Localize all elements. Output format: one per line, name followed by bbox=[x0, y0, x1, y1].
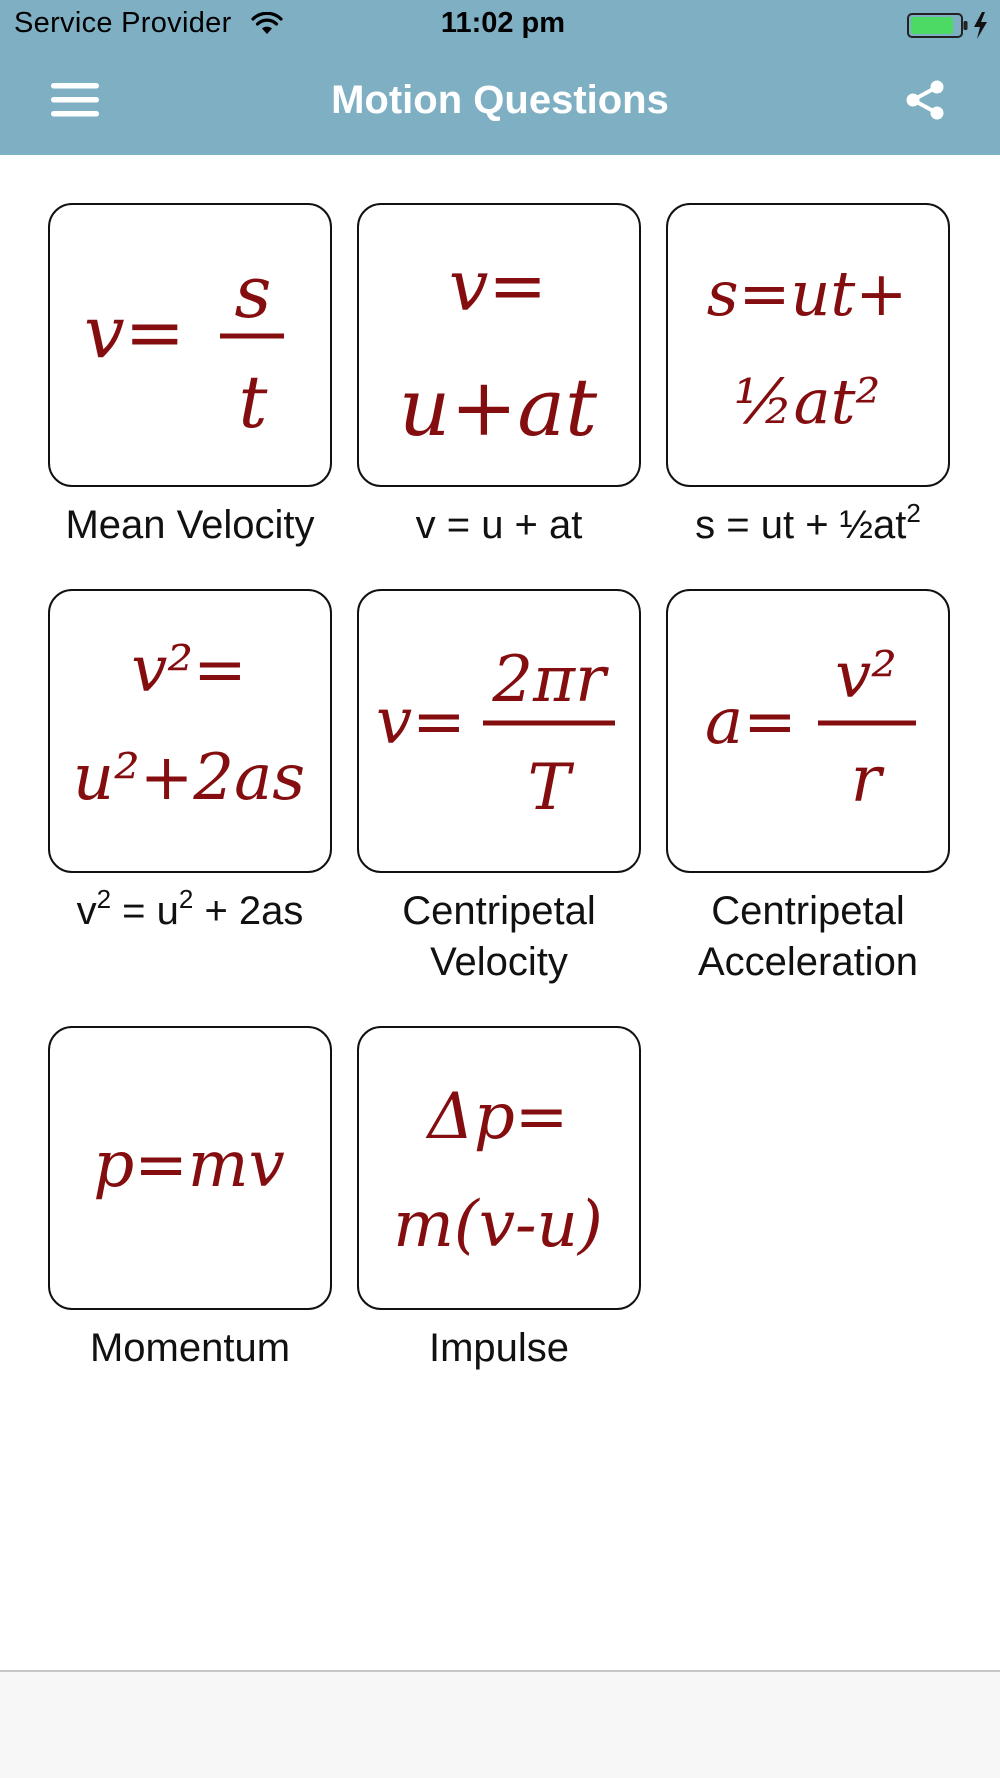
formula-lhs: a= bbox=[705, 685, 797, 759]
formula-lhs: v= bbox=[84, 290, 185, 374]
formula-image: Δp= m(v-u) bbox=[393, 1080, 603, 1262]
formula-label-mean-velocity[interactable]: Mean Velocity bbox=[65, 503, 315, 547]
label-line-1: Centripetal bbox=[711, 889, 905, 933]
formula-image: a= v² r bbox=[705, 639, 916, 817]
formula-numerator: v² bbox=[835, 639, 897, 713]
formula-lhs: v= bbox=[376, 685, 466, 759]
formula-tile-momentum[interactable]: p=mv bbox=[48, 1026, 332, 1310]
formula-label-impulse[interactable]: Impulse bbox=[428, 1326, 570, 1370]
formula-image: v= u+at bbox=[399, 245, 598, 454]
formula-line-1: s=ut+ bbox=[707, 257, 908, 330]
formula-tile-centripetal-acceleration[interactable]: a= v² r bbox=[666, 589, 950, 873]
formula-image: s=ut+ ½at² bbox=[707, 257, 908, 438]
formula-denominator: r bbox=[851, 743, 885, 817]
navigation-bar: Motion Questions bbox=[0, 50, 1000, 155]
label-line-2: Acceleration bbox=[697, 940, 919, 984]
label-text: + 2as bbox=[193, 889, 304, 933]
formula-label-v-u-at[interactable]: v = u + at bbox=[339, 500, 659, 551]
hamburger-menu-icon bbox=[51, 83, 99, 117]
formula-label-centripetal-velocity[interactable]: Centripetal Velocity bbox=[339, 886, 659, 988]
formula-line-2: u+at bbox=[399, 361, 598, 454]
formula-label-centripetal-acceleration[interactable]: Centripetal Acceleration bbox=[648, 886, 968, 988]
formula-image: p=mv bbox=[93, 1128, 284, 1202]
formula-label-v2-u2-2as[interactable]: v2 = u2 + 2as bbox=[30, 886, 350, 937]
formula-tile-mean-velocity[interactable]: v= s t bbox=[48, 203, 332, 487]
bottom-toolbar bbox=[0, 1670, 1000, 1778]
label-line-2: Velocity bbox=[430, 940, 568, 984]
label-text: v = u + at bbox=[415, 503, 583, 547]
page-title: Motion Questions bbox=[331, 78, 669, 122]
status-bar: Service Provider 11:02 pm bbox=[0, 0, 1000, 50]
formula-tile-centripetal-velocity[interactable]: v= 2πr T bbox=[357, 589, 641, 873]
label-line-1: Centripetal bbox=[402, 889, 596, 933]
share-button[interactable] bbox=[895, 70, 955, 130]
formula-line-1: v= bbox=[449, 245, 547, 327]
label-superscript: 2 bbox=[96, 884, 112, 914]
status-time: 11:02 pm bbox=[440, 7, 566, 39]
menu-button[interactable] bbox=[40, 70, 110, 130]
label-text: = u bbox=[111, 889, 179, 933]
label-superscript: 2 bbox=[178, 884, 194, 914]
carrier-name: Service Provider bbox=[14, 7, 232, 39]
formula-image: v²= u²+2as bbox=[73, 633, 305, 815]
label-superscript: 2 bbox=[906, 498, 921, 528]
formula-tile-s-ut[interactable]: s=ut+ ½at² bbox=[666, 203, 950, 487]
label-text: v bbox=[76, 889, 97, 933]
wifi-icon bbox=[251, 12, 283, 34]
formula-tile-v-u-at[interactable]: v= u+at bbox=[357, 203, 641, 487]
formula-label-momentum[interactable]: Momentum bbox=[89, 1326, 291, 1370]
battery-charging-icon bbox=[907, 12, 987, 39]
formula-line-1: v²= bbox=[131, 633, 246, 707]
share-icon bbox=[906, 80, 944, 120]
formula-numerator: 2πr bbox=[491, 643, 609, 717]
formula-numerator: s bbox=[235, 250, 272, 334]
formula-label-s-ut[interactable]: s = ut + ½at2 bbox=[648, 500, 968, 551]
top-bar: Service Provider 11:02 pm Motion Questio… bbox=[0, 0, 1000, 155]
formula-line-2: u²+2as bbox=[73, 741, 305, 815]
formula-tile-v2-u2-2as[interactable]: v²= u²+2as bbox=[48, 589, 332, 873]
label-text: s = ut + ½at bbox=[695, 503, 907, 547]
formula-image: v= 2πr T bbox=[376, 643, 615, 825]
formula-tile-impulse[interactable]: Δp= m(v-u) bbox=[357, 1026, 641, 1310]
formula-denominator: T bbox=[528, 751, 575, 825]
formula-denominator: t bbox=[239, 360, 269, 444]
formula-image: v= s t bbox=[84, 250, 284, 444]
formula-line-2: ½at² bbox=[734, 365, 881, 438]
formula-line-1: p=mv bbox=[93, 1128, 284, 1202]
formula-line-2: m(v-u) bbox=[393, 1188, 603, 1262]
formula-line-1: Δp= bbox=[425, 1080, 569, 1154]
